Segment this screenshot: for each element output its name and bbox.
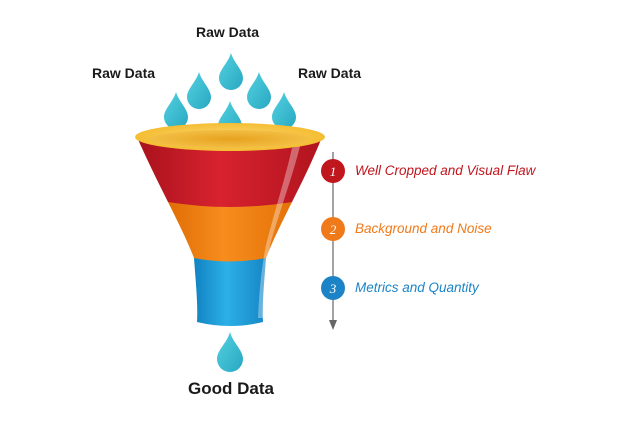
step-2-circle xyxy=(321,217,345,241)
funnel-section-top xyxy=(137,137,322,207)
droplet-icon xyxy=(272,92,296,129)
step-1-number: 1 xyxy=(330,164,337,179)
droplet-icon xyxy=(219,53,243,90)
funnel-opening xyxy=(150,130,310,148)
raw-data-label-top: Raw Data xyxy=(196,24,260,40)
step-3-text: Metrics and Quantity xyxy=(355,280,479,295)
droplet-icon xyxy=(247,72,271,109)
step-1-text: Well Cropped and Visual Flaw xyxy=(355,163,536,178)
step-3-number: 3 xyxy=(329,281,337,296)
step-3-circle xyxy=(321,276,345,300)
output-droplet-icon xyxy=(217,332,243,372)
funnel xyxy=(135,123,325,326)
raw-data-label-left: Raw Data xyxy=(92,65,156,81)
good-data-label: Good Data xyxy=(188,379,274,398)
droplet-icon xyxy=(164,92,188,129)
droplets-group xyxy=(164,53,296,138)
step-2-number: 2 xyxy=(330,222,337,237)
funnel-highlight xyxy=(258,146,300,318)
droplet-icon xyxy=(187,72,211,109)
step-2-text: Background and Noise xyxy=(355,221,492,236)
funnel-section-middle xyxy=(168,202,292,262)
raw-data-label-right: Raw Data xyxy=(298,65,362,81)
funnel-section-bottom xyxy=(194,258,266,326)
step-1-circle xyxy=(321,159,345,183)
